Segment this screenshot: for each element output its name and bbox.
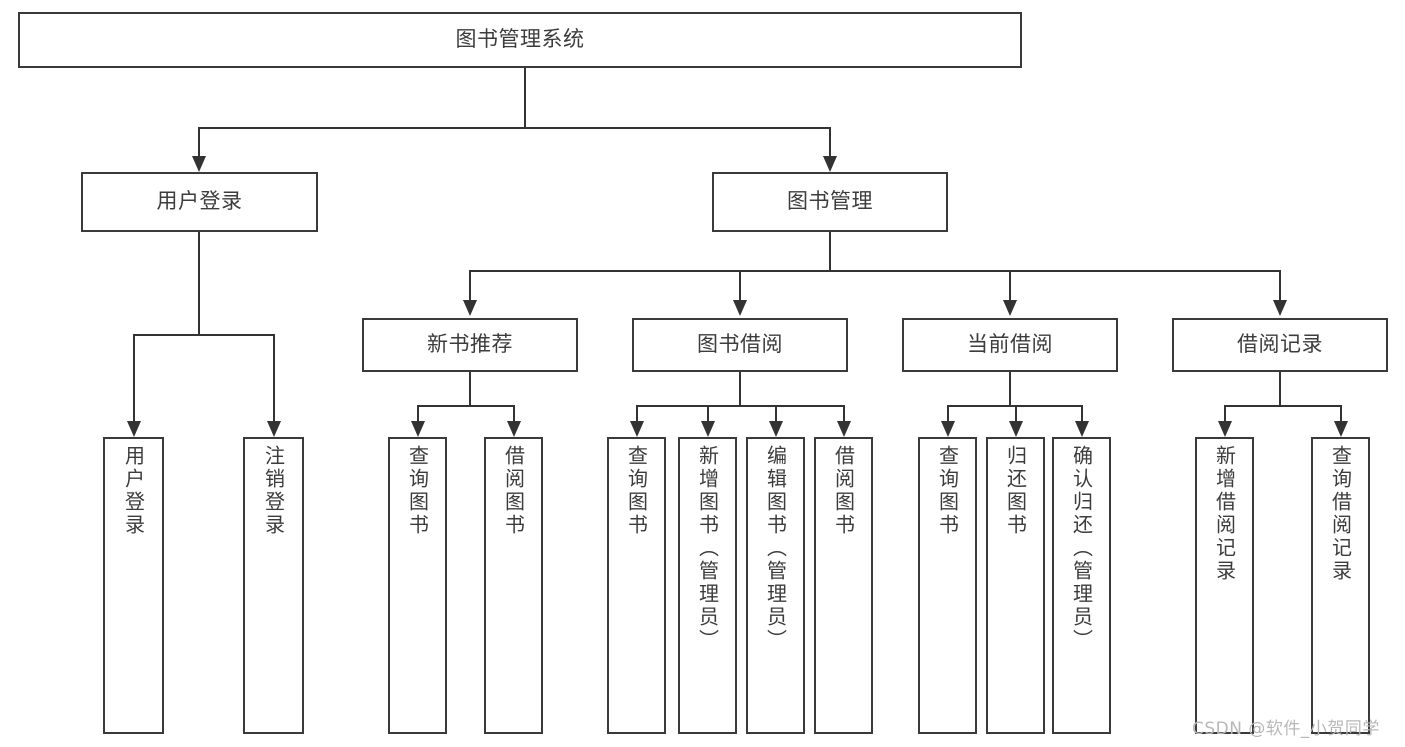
arrowhead-new-book-recommend bbox=[463, 300, 477, 316]
arrowhead-leaf-user-login bbox=[127, 421, 141, 437]
connector-drop-leaf-bb-4 bbox=[843, 405, 845, 421]
connector-drop-leaf-user-login bbox=[133, 334, 135, 421]
node-label: 图书管理系统 bbox=[455, 27, 585, 52]
node-borrow-record[interactable]: 借阅记录 bbox=[1172, 318, 1388, 372]
leaf-label: 查询图书 bbox=[935, 445, 960, 537]
leaf-br-query-record[interactable]: 查询借阅记录 bbox=[1311, 437, 1370, 734]
connector-current-borrow-bus bbox=[947, 405, 1082, 407]
leaf-bb-add-book-admin[interactable]: 新增图书（管理员） bbox=[678, 437, 737, 734]
connector-drop-leaf-bb-2 bbox=[707, 405, 709, 421]
node-book-management[interactable]: 图书管理 bbox=[712, 172, 948, 232]
connector-drop-leaf-nbr-2 bbox=[513, 405, 515, 421]
connector-new-book-recommend-bus bbox=[417, 405, 515, 407]
connector-drop-book-borrow bbox=[739, 270, 741, 311]
leaf-label: 借阅图书 bbox=[831, 445, 856, 537]
leaf-bb-edit-book-admin[interactable]: 编辑图书（管理员） bbox=[746, 437, 805, 734]
node-new-book-recommend[interactable]: 新书推荐 bbox=[362, 318, 578, 372]
arrowhead-leaf-cb-2 bbox=[1009, 421, 1023, 437]
leaf-user-login[interactable]: 用户登录 bbox=[103, 437, 164, 734]
arrowhead-leaf-bb-4 bbox=[837, 421, 851, 437]
leaf-label: 确认归还（管理员） bbox=[1069, 445, 1094, 652]
node-label: 借阅记录 bbox=[1237, 332, 1323, 357]
leaf-label: 编辑图书（管理员） bbox=[763, 445, 788, 652]
leaf-label: 查询图书 bbox=[405, 445, 430, 537]
connector-drop-leaf-cb-3 bbox=[1081, 405, 1083, 421]
connector-level2-drop-book-management bbox=[829, 127, 831, 156]
node-label: 用户登录 bbox=[156, 189, 243, 214]
connector-borrow-record-stem bbox=[1279, 372, 1281, 406]
leaf-label: 注销登录 bbox=[261, 445, 286, 537]
leaf-logout[interactable]: 注销登录 bbox=[243, 437, 304, 734]
connector-drop-leaf-logout bbox=[273, 334, 275, 421]
leaf-nbr-borrow-book[interactable]: 借阅图书 bbox=[484, 437, 543, 734]
connector-drop-leaf-bb-3 bbox=[775, 405, 777, 421]
leaf-nbr-query-book[interactable]: 查询图书 bbox=[388, 437, 447, 734]
leaf-label: 借阅图书 bbox=[501, 445, 526, 537]
leaf-cb-query-book[interactable]: 查询图书 bbox=[918, 437, 977, 734]
leaf-label: 查询图书 bbox=[624, 445, 649, 537]
leaf-cb-return-book[interactable]: 归还图书 bbox=[986, 437, 1045, 734]
connector-level2-drop-user-login bbox=[198, 127, 200, 156]
connector-drop-new-book-recommend bbox=[469, 270, 471, 311]
node-label: 当前借阅 bbox=[967, 332, 1053, 357]
connector-drop-leaf-cb-1 bbox=[947, 405, 949, 421]
connector-drop-leaf-nbr-1 bbox=[417, 405, 419, 421]
connector-level2-bus bbox=[198, 127, 830, 129]
connector-borrow-record-bus bbox=[1224, 405, 1341, 407]
node-book-borrow[interactable]: 图书借阅 bbox=[632, 318, 848, 372]
connector-drop-leaf-bb-1 bbox=[636, 405, 638, 421]
arrowhead-leaf-cb-1 bbox=[941, 421, 955, 437]
leaf-label: 归还图书 bbox=[1003, 445, 1028, 537]
leaf-label: 新增借阅记录 bbox=[1212, 445, 1237, 583]
connector-book-borrow-bus bbox=[636, 405, 844, 407]
arrowhead-book-borrow bbox=[733, 300, 747, 316]
connector-level3-bus bbox=[469, 270, 1281, 272]
connector-drop-leaf-cb-2 bbox=[1015, 405, 1017, 421]
connector-book-management-stem bbox=[829, 232, 831, 271]
connector-drop-leaf-br-2 bbox=[1340, 405, 1342, 421]
csdn-watermark: CSDN @软件_小贺同学 bbox=[1192, 719, 1380, 739]
arrowhead-leaf-bb-1 bbox=[630, 421, 644, 437]
arrowhead-leaf-bb-3 bbox=[769, 421, 783, 437]
leaf-label: 查询借阅记录 bbox=[1328, 445, 1353, 583]
arrowhead-leaf-br-2 bbox=[1334, 421, 1348, 437]
arrowhead-user-login bbox=[192, 156, 206, 172]
connector-new-book-recommend-stem bbox=[469, 372, 471, 406]
leaf-bb-borrow-book[interactable]: 借阅图书 bbox=[814, 437, 873, 734]
connector-drop-borrow-record bbox=[1279, 270, 1281, 311]
leaf-label: 用户登录 bbox=[121, 445, 146, 537]
connector-book-borrow-stem bbox=[739, 372, 741, 406]
node-root-library-management-system[interactable]: 图书管理系统 bbox=[18, 12, 1022, 68]
leaf-cb-confirm-return-admin[interactable]: 确认归还（管理员） bbox=[1052, 437, 1111, 734]
arrowhead-leaf-nbr-2 bbox=[507, 421, 521, 437]
connector-drop-leaf-br-1 bbox=[1224, 405, 1226, 421]
leaf-bb-query-book[interactable]: 查询图书 bbox=[607, 437, 666, 734]
leaf-label: 新增图书（管理员） bbox=[695, 445, 720, 652]
arrowhead-leaf-bb-2 bbox=[701, 421, 715, 437]
arrowhead-borrow-record bbox=[1273, 300, 1287, 316]
node-label: 新书推荐 bbox=[427, 332, 513, 357]
leaf-br-add-record[interactable]: 新增借阅记录 bbox=[1195, 437, 1254, 734]
node-label: 图书管理 bbox=[787, 189, 873, 214]
node-label: 图书借阅 bbox=[697, 332, 783, 357]
arrowhead-leaf-br-1 bbox=[1218, 421, 1232, 437]
connector-user-login-bus bbox=[133, 334, 275, 336]
arrowhead-leaf-cb-3 bbox=[1075, 421, 1089, 437]
connector-root-stem bbox=[524, 68, 526, 128]
arrowhead-book-management bbox=[823, 156, 837, 172]
arrowhead-leaf-logout bbox=[267, 421, 281, 437]
arrowhead-leaf-nbr-1 bbox=[411, 421, 425, 437]
connector-current-borrow-stem bbox=[1009, 372, 1011, 406]
node-current-borrow[interactable]: 当前借阅 bbox=[902, 318, 1118, 372]
connector-drop-current-borrow bbox=[1009, 270, 1011, 311]
arrowhead-current-borrow bbox=[1003, 300, 1017, 316]
node-user-login[interactable]: 用户登录 bbox=[81, 172, 318, 232]
connector-user-login-stem bbox=[198, 232, 200, 335]
